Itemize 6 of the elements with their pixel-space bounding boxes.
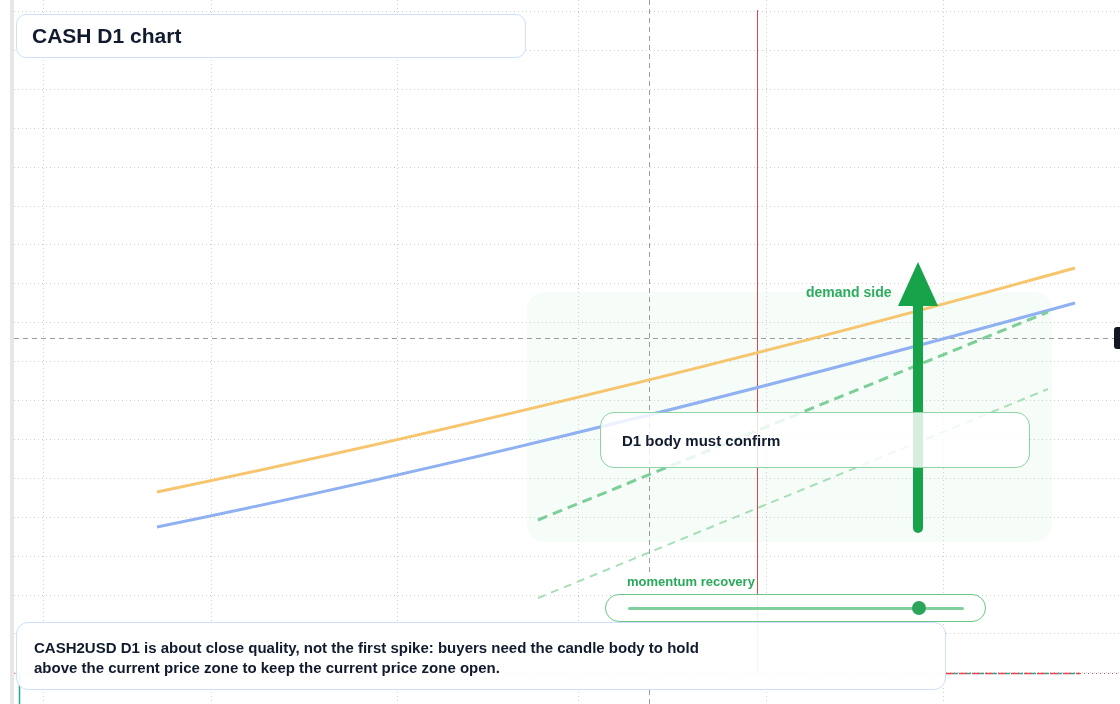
slider-label: momentum recovery	[627, 574, 755, 590]
chart-title: CASH D1 chart	[32, 24, 182, 48]
arrow-label: demand side	[806, 284, 892, 301]
note-text: CASH2USD D1 is about close quality, not the first spike: buyers need the candle body to hold above the current price zone to keep the current price zone open.	[34, 638, 700, 678]
callout-box	[600, 412, 1030, 468]
callout-text: D1 body must confirm	[622, 431, 781, 449]
